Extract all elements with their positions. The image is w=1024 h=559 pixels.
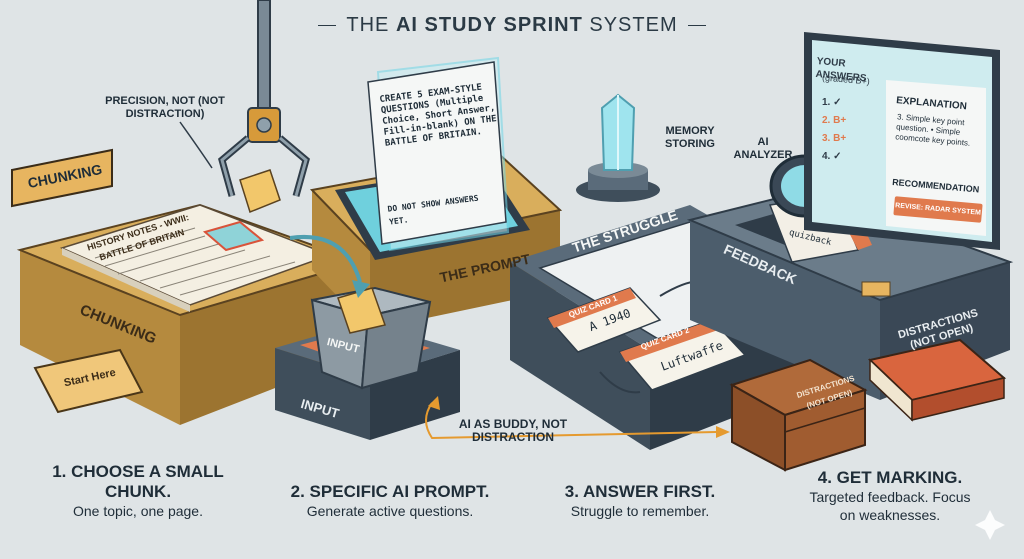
distractions-box	[729, 358, 868, 472]
cycle-arrow-bottom	[599, 371, 641, 394]
flow-arrow-to-input	[289, 235, 362, 283]
step-2-sub: Generate active questions.	[306, 503, 474, 519]
start-here-tray	[33, 348, 144, 414]
feedback-monitor	[804, 32, 1000, 250]
memory-label: MEMORY STORING	[665, 125, 715, 150]
prompt-hologram	[367, 56, 510, 252]
title-prefix: THE	[346, 14, 390, 36]
step-3-heading: 3. ANSWER FIRST.	[564, 482, 716, 501]
history-notes-page	[59, 204, 333, 312]
quiz-card-1	[546, 287, 662, 353]
step-2-caption: 2. SPECIFIC AI PROMPT. Generate active q…	[275, 482, 505, 520]
grade-row: 2. B+	[822, 115, 847, 126]
step-4-heading: 4. GET MARKING.	[817, 468, 963, 487]
title-rule-left	[318, 25, 337, 27]
step-1-sub: One topic, one page.	[73, 503, 203, 519]
step-4-caption: 4. GET MARKING. Targeted feedback. Focus…	[790, 468, 990, 524]
grade-row: 3. B+	[822, 133, 847, 144]
title-rule-right	[687, 25, 706, 27]
step-2-heading: 2. SPECIFIC AI PROMPT.	[290, 482, 490, 501]
title-bold: AI STUDY SPRINT	[395, 14, 583, 36]
buddy-label: AI AS BUDDY, NOT DISTRACTION	[458, 417, 568, 444]
buddy-arrowhead	[716, 426, 730, 438]
closed-book	[867, 338, 1007, 422]
page-title: THE AI STUDY SPRINT SYSTEM	[0, 14, 1024, 37]
step-1-heading: 1. CHOOSE A SMALL CHUNK.	[52, 462, 224, 501]
quiz-card-2	[618, 319, 747, 391]
step-3-sub: Struggle to remember.	[570, 503, 710, 519]
feedback-slot	[861, 281, 891, 297]
step-3-caption: 3. ANSWER FIRST. Struggle to remember.	[540, 482, 740, 520]
grade-row: 1. ✓	[822, 97, 842, 108]
flow-arrowhead-to-input	[352, 280, 370, 298]
input-bin	[310, 286, 432, 390]
memory-crystal	[576, 93, 660, 202]
precision-label: PRECISION, NOT (NOT DISTRACTION)	[105, 95, 225, 120]
grade-list: 1. ✓ 2. B+ 3. B+ 4. ✓	[822, 96, 872, 168]
step-4-sub: Targeted feedback. Focus on weaknesses.	[809, 489, 971, 523]
precision-pointer	[179, 121, 213, 169]
analyzer-label: AI ANALYZER	[733, 136, 793, 161]
title-suffix: SYSTEM	[589, 14, 678, 36]
grade-row: 4. ✓	[822, 151, 842, 162]
sparkle-icon	[975, 510, 1005, 540]
claw-arm	[218, 0, 310, 213]
chunking-flag	[11, 148, 113, 208]
step-1-caption: 1. CHOOSE A SMALL CHUNK. One topic, one …	[38, 462, 238, 520]
buddy-arrowtail	[428, 396, 440, 410]
